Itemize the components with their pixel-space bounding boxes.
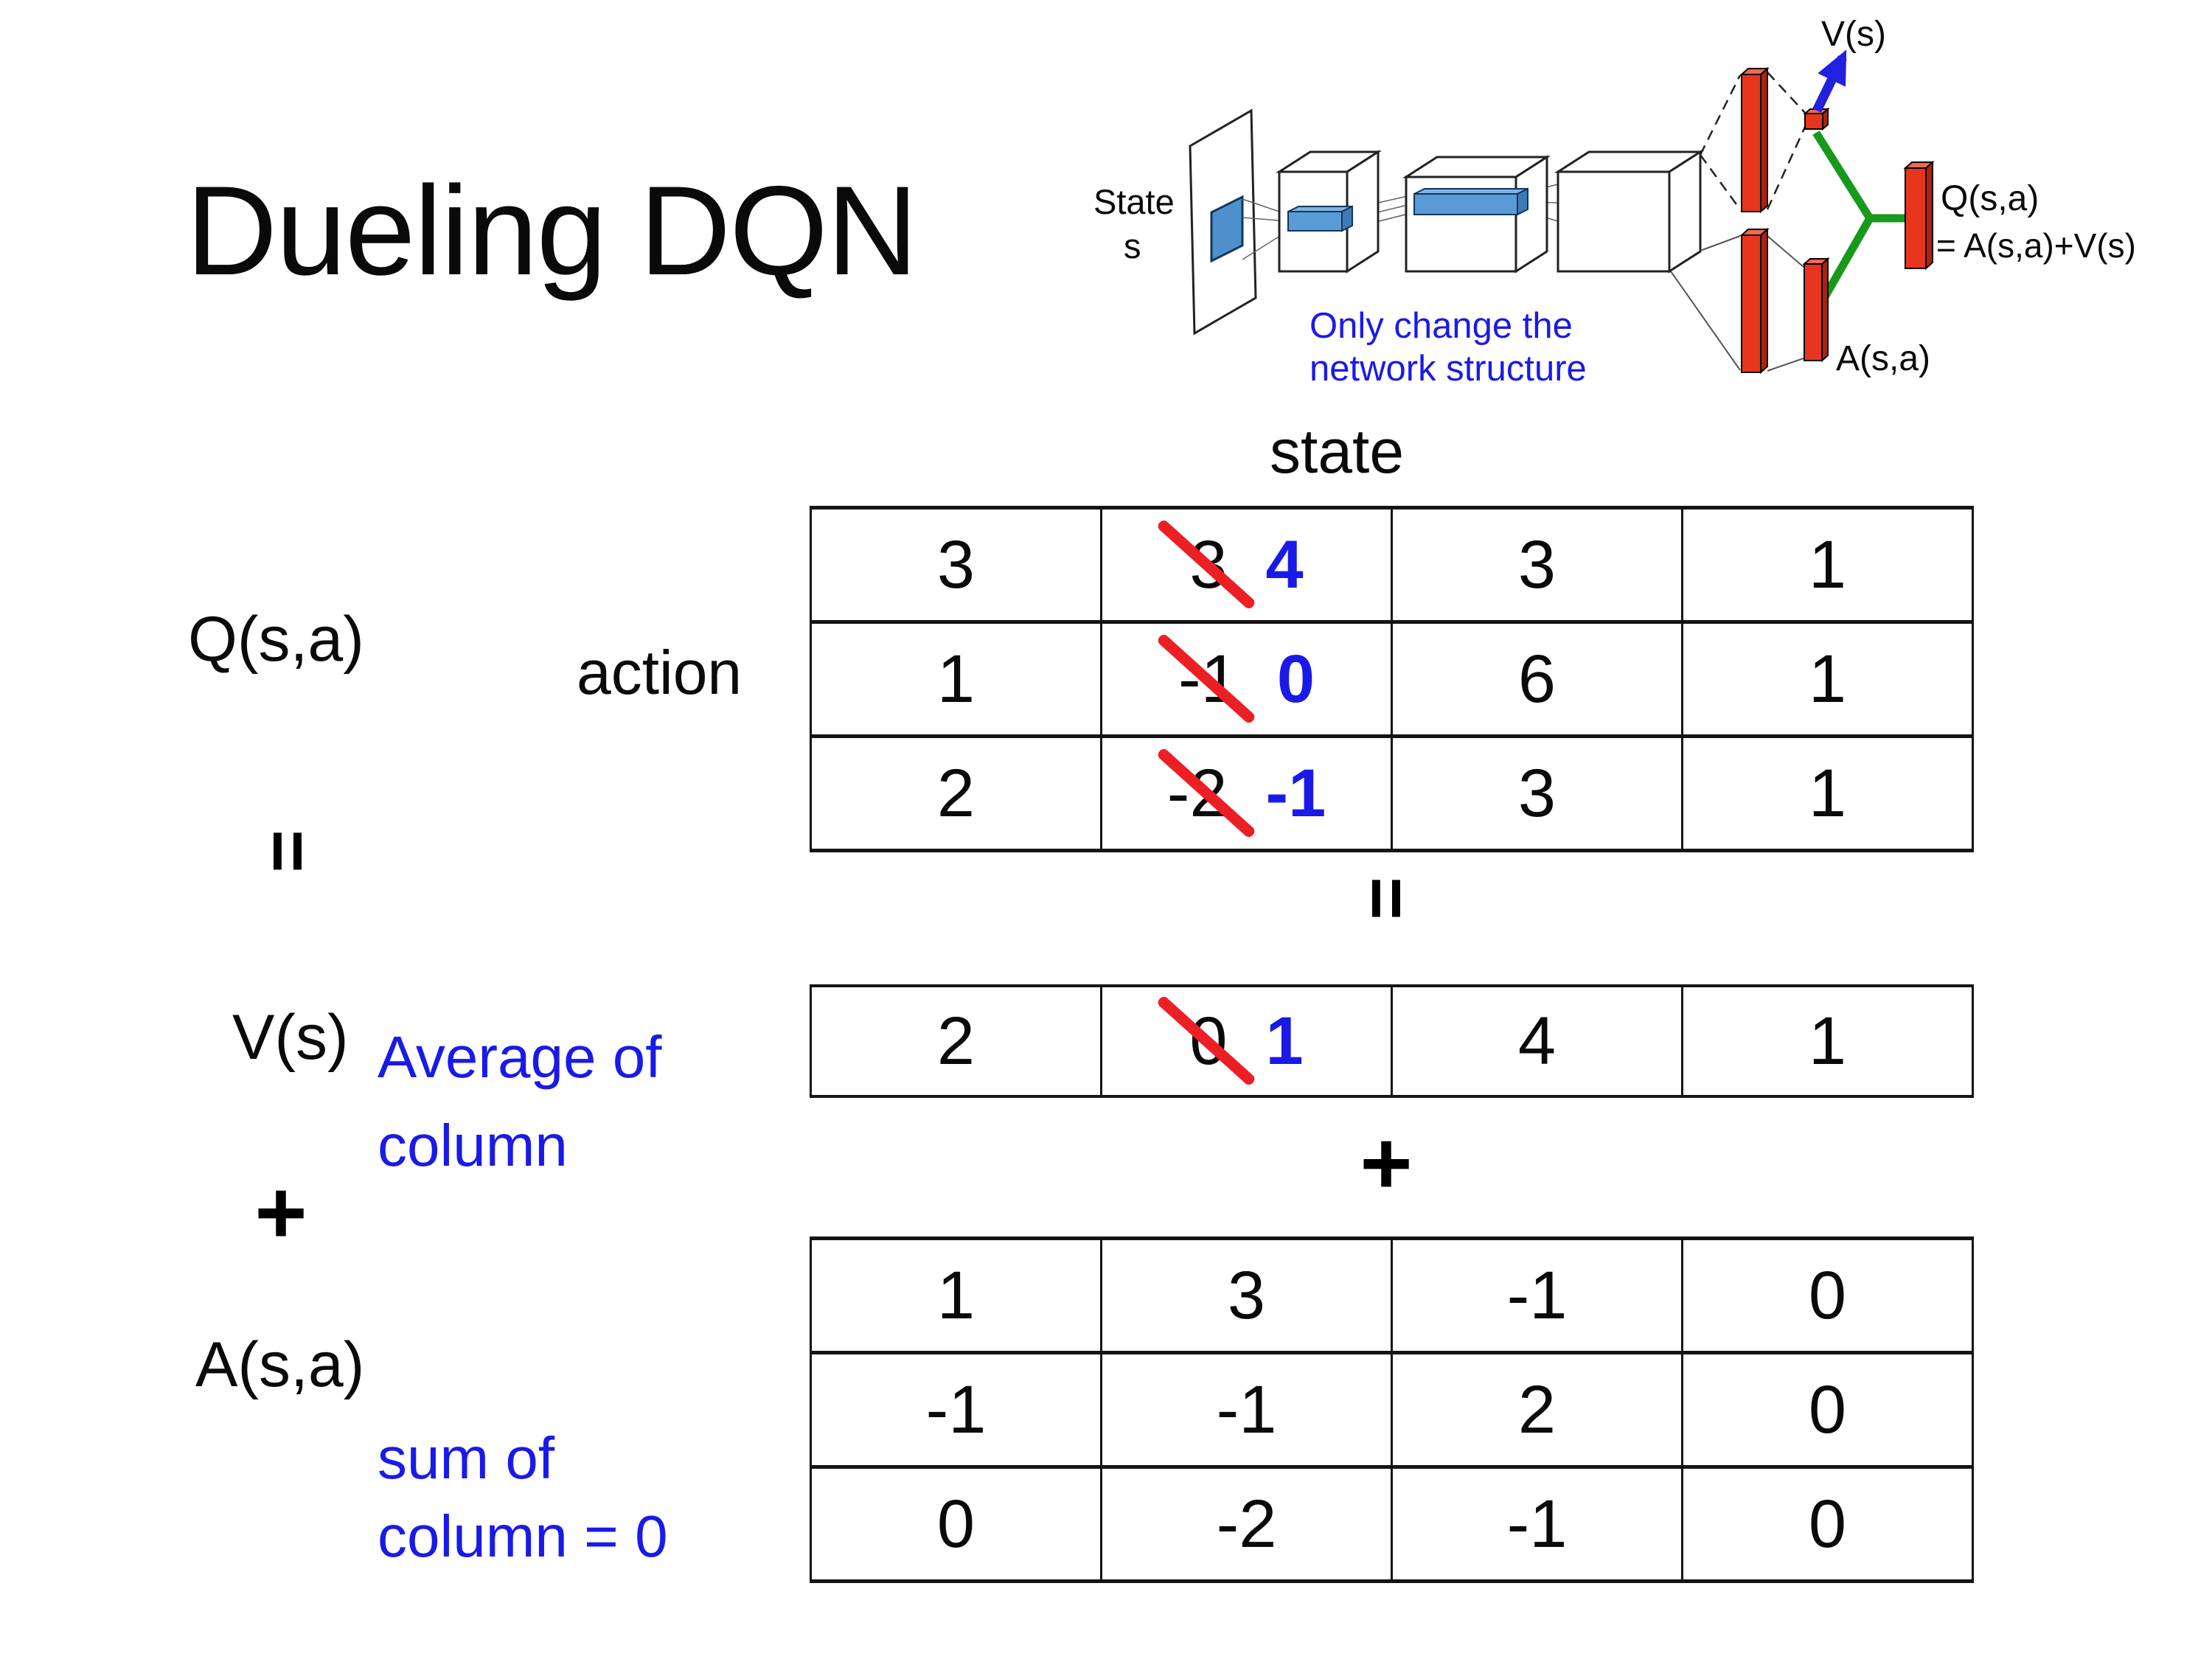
action-row-header: action <box>577 638 742 707</box>
new-value: 4 <box>1265 526 1304 602</box>
v-note-line1: Average of <box>378 1024 662 1090</box>
v-output-label: V(s) <box>1821 15 1886 54</box>
table-cell: -2 <box>1100 1465 1393 1583</box>
q-value-table: 3 3 4 3 1 1 -1 0 6 1 2 <box>810 506 1974 852</box>
q-matrix-label: Q(s,a) <box>188 604 364 675</box>
table-cell: -1 <box>1391 1465 1683 1583</box>
table-cell: 6 <box>1391 620 1683 738</box>
table-cell: 1 <box>1681 984 1974 1098</box>
a-matrix-label: A(s,a) <box>195 1329 365 1400</box>
table-cell-corrected: 0 1 <box>1100 984 1393 1098</box>
v-output-arrow <box>1812 49 1847 113</box>
q-output-bar <box>1903 160 1935 271</box>
a-note-line2: column = 0 <box>378 1503 668 1569</box>
new-value: 1 <box>1265 1003 1304 1079</box>
advantage-stream-bar <box>1739 227 1770 375</box>
table-cell: 2 <box>810 734 1102 852</box>
table-cell-corrected: 3 4 <box>1100 506 1393 624</box>
table-cell: -1 <box>1391 1237 1683 1354</box>
plus-operator-center: + <box>1360 1113 1413 1213</box>
q-output-label-line2: = A(s,a)+V(s) <box>1936 226 2136 265</box>
table-cell-corrected: -1 0 <box>1100 620 1393 738</box>
table-cell: 3 <box>1391 506 1683 624</box>
diagram-note-line2: network structure <box>1310 349 1587 389</box>
table-cell: 0 <box>1681 1351 1974 1469</box>
table-cell: 3 <box>810 506 1102 624</box>
diagram-note-line1: Only change the <box>1310 306 1573 346</box>
input-plane <box>1189 108 1257 335</box>
new-value: 0 <box>1276 641 1315 717</box>
table-row: 2 -2 -1 3 1 <box>810 734 1974 852</box>
solid-links <box>1670 235 1804 372</box>
table-cell-corrected: -2 -1 <box>1100 734 1393 852</box>
table-cell: 4 <box>1391 984 1683 1098</box>
table-cell: 2 <box>810 984 1102 1098</box>
state-value-table: 2 0 1 4 1 <box>810 984 1974 1098</box>
table-cell: 3 <box>1391 734 1683 852</box>
table-cell: 0 <box>810 1465 1102 1583</box>
table-cell: 1 <box>1681 620 1974 738</box>
state-input-label-line2: s <box>1124 226 1141 265</box>
table-cell: -1 <box>1100 1351 1393 1469</box>
table-row: -1 -1 2 0 <box>810 1351 1974 1469</box>
table-cell: 2 <box>1391 1351 1683 1469</box>
table-row: 0 -2 -1 0 <box>810 1465 1974 1583</box>
table-cell: 3 <box>1100 1237 1393 1354</box>
new-value: -1 <box>1265 755 1326 831</box>
page-title: Dueling DQN <box>186 160 918 302</box>
advantage-table: 1 3 -1 0 -1 -1 2 0 0 -2 -1 0 <box>810 1237 1974 1583</box>
table-row: 2 0 1 4 1 <box>810 984 1974 1098</box>
fc-box <box>1554 150 1705 274</box>
table-row: 3 3 4 3 1 <box>810 506 1974 624</box>
v-row-label: V(s) <box>232 1002 349 1073</box>
q-output-label-line1: Q(s,a) <box>1941 179 2039 218</box>
conv-box-2 <box>1402 155 1551 274</box>
table-row: 1 -1 0 6 1 <box>810 620 1974 738</box>
table-row: 1 3 -1 0 <box>810 1237 1974 1354</box>
state-column-header: state <box>1270 417 1405 486</box>
table-cell: 1 <box>810 1237 1102 1354</box>
value-node <box>1803 107 1830 131</box>
plus-operator-left: + <box>254 1162 307 1262</box>
equals-operator-left: = <box>246 829 330 873</box>
table-cell: 1 <box>1681 506 1974 624</box>
conv-box-1 <box>1275 150 1382 274</box>
state-input-label-line1: State <box>1093 182 1175 221</box>
advantage-node-bar <box>1802 257 1830 363</box>
table-cell: 1 <box>1681 734 1974 852</box>
network-diagram: State s <box>1093 15 2136 389</box>
table-cell: -1 <box>810 1351 1102 1469</box>
value-stream-bar <box>1739 66 1770 214</box>
dashed-links <box>1699 72 1807 210</box>
equals-operator-center: = <box>1345 876 1428 920</box>
table-cell: 1 <box>810 620 1102 738</box>
table-cell: 0 <box>1681 1465 1974 1583</box>
v-note-line2: column <box>378 1113 568 1178</box>
table-cell: 0 <box>1681 1237 1974 1354</box>
a-output-label: A(s,a) <box>1836 339 1930 378</box>
aggregation-y-junction <box>1812 131 1907 312</box>
a-note-line1: sum of <box>378 1425 555 1491</box>
